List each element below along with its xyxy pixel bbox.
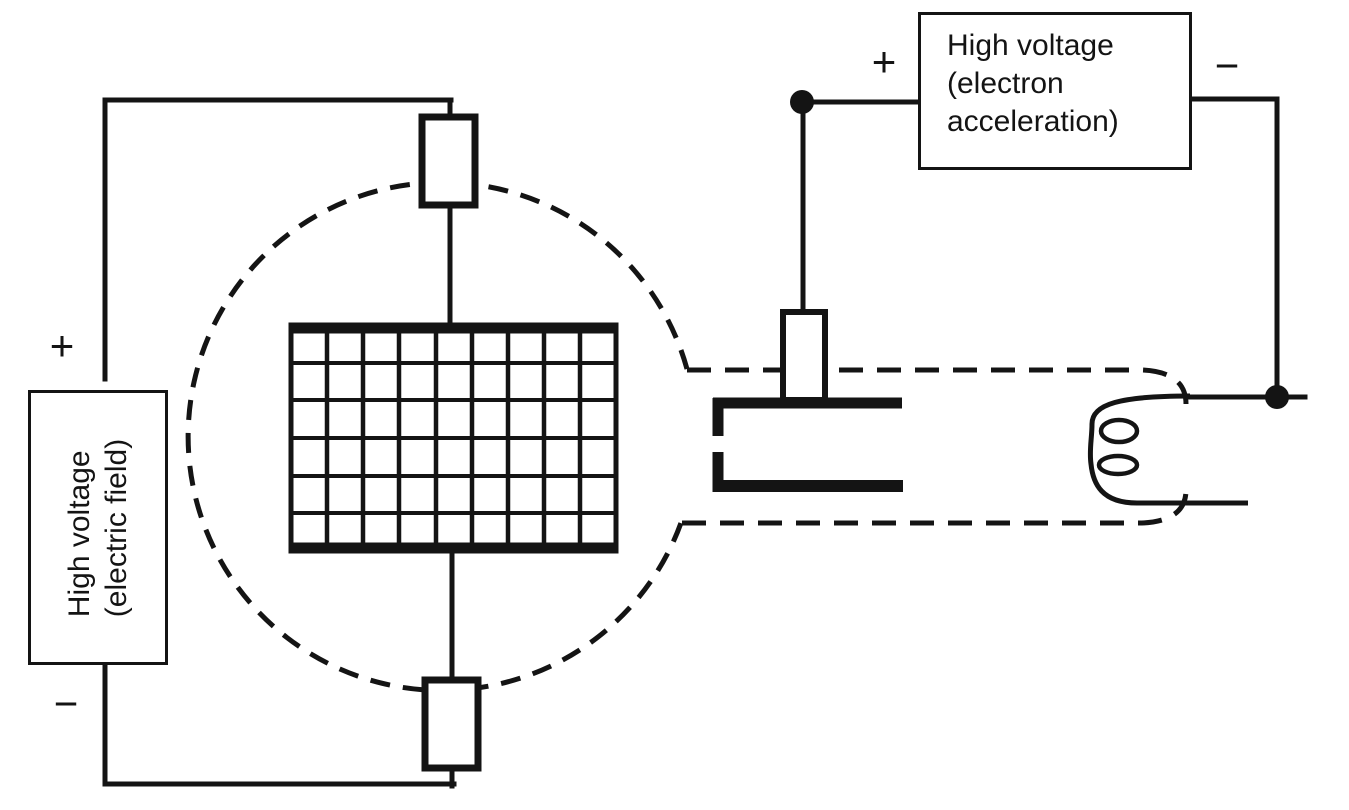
anode-lead-electrode	[780, 309, 828, 403]
field-plus-sign: +	[49, 322, 75, 369]
coil-outer	[1087, 393, 1248, 506]
electric-field-label-box: High voltage (electric field)	[28, 390, 168, 665]
field-label-line-1: High voltage	[63, 449, 96, 617]
neck-bottom-dashed	[682, 489, 1189, 526]
accel-label-line-1: High voltage	[947, 29, 1114, 62]
field-label-line-2: (electric field)	[100, 438, 133, 617]
junction-dot-left	[790, 90, 814, 114]
accel-label-line-3: acceleration)	[947, 105, 1119, 138]
field-circuit-wires	[102, 97, 457, 789]
accel-label-line-2: (electron	[947, 67, 1064, 100]
grid-thick-edges	[289, 324, 618, 552]
top-deflection-electrode-icon	[418, 113, 479, 209]
coil-loop-2	[1096, 453, 1140, 477]
electric-field-label-text: High voltage (electric field)	[61, 438, 135, 616]
wire-box-to-dot	[1189, 96, 1280, 400]
filament-coil-icon	[1087, 393, 1248, 506]
deflection-grid-icon	[288, 322, 619, 554]
bottom-deflection-electrode-icon	[421, 676, 482, 772]
acceleration-circuit-wires	[799, 96, 1308, 400]
bulb-arc	[185, 179, 690, 693]
anode-icon	[712, 309, 903, 492]
accel-minus-sign: −	[1214, 42, 1240, 89]
junction-dot-right	[1265, 385, 1289, 409]
accel-plus-sign: +	[871, 38, 897, 85]
grid-horizontal-lines	[291, 361, 616, 515]
electron-acceleration-label-box: High voltage (electron acceleration)	[918, 12, 1192, 170]
coil-loop-1	[1098, 417, 1140, 445]
field-minus-sign: −	[53, 680, 79, 727]
